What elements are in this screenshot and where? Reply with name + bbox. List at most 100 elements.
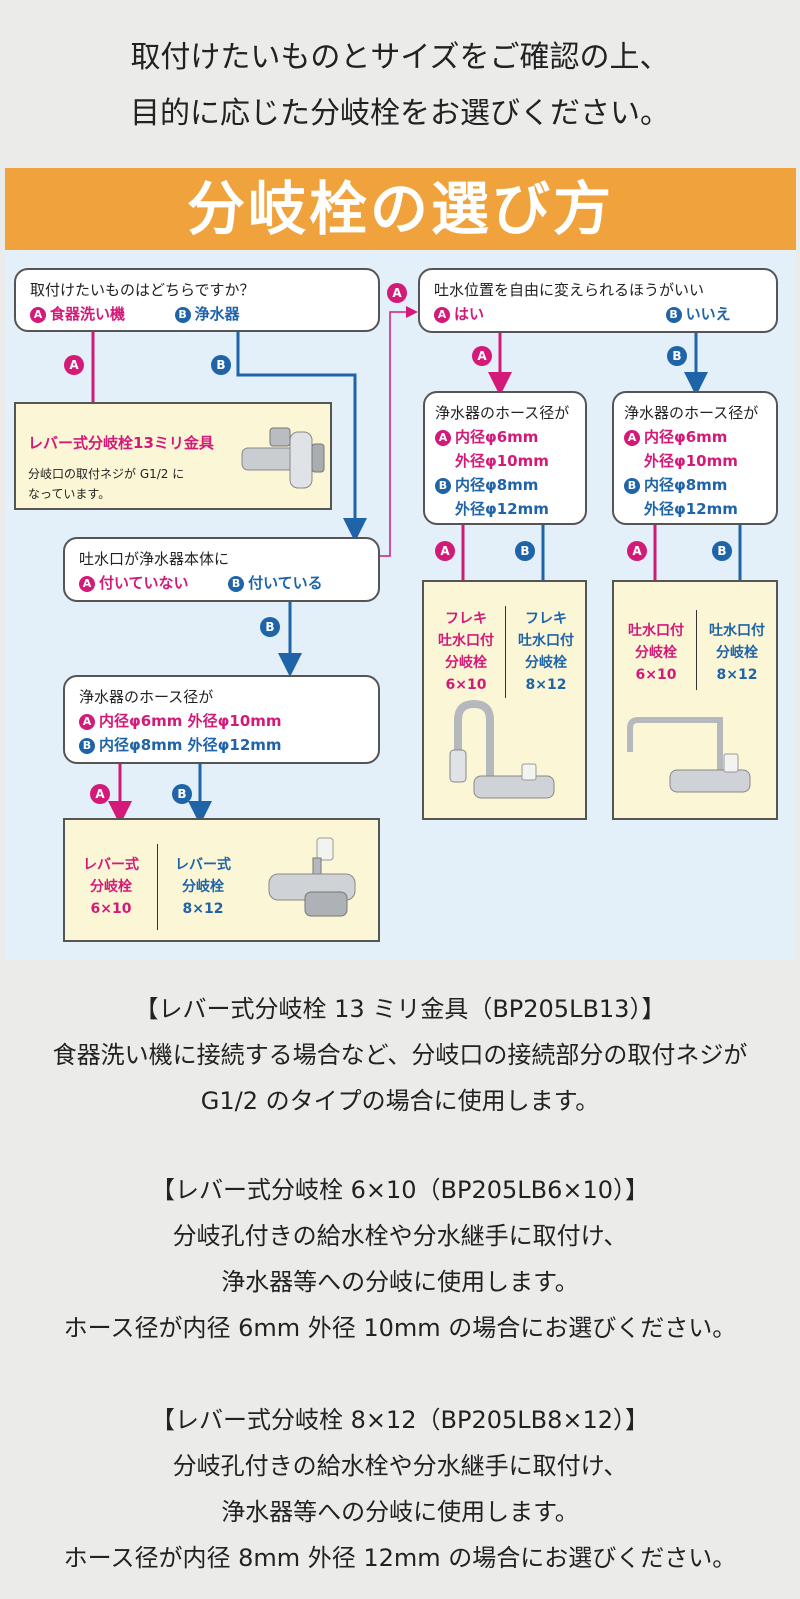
result-line: レバー式 [83, 857, 139, 873]
description-title: 【レバー式分岐栓 6×10（BP205LB6×10）】 [150, 1176, 650, 1204]
question-text: 吐水位置を自由に変えられるほうがいい [434, 281, 705, 299]
option-a-badge: A [624, 430, 640, 446]
label-q3-a: A [90, 784, 110, 804]
result-flex-spout-valves: フレキ 吐水口付 分岐栓 6×10 フレキ 吐水口付 分岐栓 8×12 [422, 580, 587, 820]
option-b-outer: 外径φ12mm [644, 500, 738, 518]
option-b-badge: B [665, 307, 682, 323]
description-line: 浄水器等への分岐に使用します。 [221, 1268, 579, 1296]
faucet-13mm-image [241, 427, 325, 489]
result-size: 8×12 [716, 667, 758, 683]
result-size: 6×10 [445, 677, 487, 693]
result-line: 吐水口付 [518, 633, 574, 649]
result-line: 分岐栓 [445, 655, 487, 671]
result-spout-6x10: 吐水口付 分岐栓 6×10 [618, 620, 694, 686]
result-note-line-1: 分岐口の取付ネジが G1/2 に [28, 467, 185, 481]
result-line: 吐水口付 [628, 623, 684, 639]
option-a-inner: 内径φ6mm [644, 428, 728, 446]
description-line: ホース径が内径 8mm 外径 12mm の場合にお選びください。 [63, 1544, 737, 1572]
description-title: 【レバー式分岐栓 13 ミリ金具（BP205LB13）】 [134, 995, 666, 1023]
divider [157, 844, 158, 930]
option-b-badge: B [228, 576, 245, 592]
label-q6-a: A [627, 541, 647, 561]
option-b-text: 内径φ8mm 外径φ12mm [99, 736, 282, 754]
option-b-badge: B [79, 738, 95, 754]
option-a-badge: A [434, 307, 450, 323]
question-text: 浄水器のホース径が [79, 688, 214, 706]
option-a-text: 食器洗い機 [50, 305, 126, 323]
result-size: 6×10 [635, 667, 677, 683]
question-text: 浄水器のホース径が [624, 404, 759, 422]
label-q6-b: B [712, 541, 732, 561]
result-note-line-2: なっています。 [28, 487, 111, 501]
divider [696, 610, 697, 690]
option-a-badge: A [30, 307, 46, 323]
result-line: 吐水口付 [709, 623, 765, 639]
faucet-lever-image [268, 837, 356, 917]
description-line: ホース径が内径 6mm 外径 10mm の場合にお選びください。 [63, 1314, 737, 1342]
option-b-text: いいえ [685, 305, 731, 323]
description-line: G1/2 のタイプの場合に使用します。 [200, 1087, 600, 1115]
description-line: 浄水器等への分岐に使用します。 [221, 1498, 579, 1526]
result-lever-6x10: レバー式 分岐栓 6×10 [73, 854, 149, 920]
result-line: フレキ [525, 611, 567, 627]
label-q3-b: B [172, 784, 192, 804]
label-q5-a: A [435, 541, 455, 561]
result-line: 吐水口付 [438, 633, 494, 649]
result-title: レバー式分岐栓13ミリ金具 [28, 434, 214, 452]
title-banner: 分岐栓の選び方 [5, 168, 796, 250]
result-line: 分岐栓 [525, 655, 567, 671]
option-b-inner: 内径φ8mm [455, 476, 539, 494]
label-q4-a: A [472, 346, 492, 366]
option-a-inner: 内径φ6mm [455, 428, 539, 446]
label-q2-b: B [260, 617, 280, 637]
arrow-q1-b [236, 332, 367, 542]
question-text: 浄水器のホース径が [435, 404, 570, 422]
result-spout-8x12: 吐水口付 分岐栓 8×12 [698, 620, 776, 686]
option-a-text: 内径φ6mm 外径φ10mm [99, 712, 282, 730]
option-a-badge: A [79, 714, 95, 730]
result-lever-8x12: レバー式 分岐栓 8×12 [163, 854, 243, 920]
label-q4-b: B [667, 346, 687, 366]
option-a-badge: A [79, 576, 95, 592]
result-line: 分岐栓 [716, 645, 758, 661]
option-a-outer: 外径φ10mm [455, 452, 549, 470]
result-size: 8×12 [182, 901, 224, 917]
option-b-badge: B [174, 307, 191, 323]
description-title: 【レバー式分岐栓 8×12（BP205LB8×12）】 [150, 1406, 650, 1434]
label-q2-a: A [387, 283, 407, 303]
intro-text: 取付けたいものとサイズをご確認の上、 目的に応じた分岐栓をお選びください。 [0, 30, 800, 142]
label-q5-b: B [515, 541, 535, 561]
option-b-badge: B [624, 478, 640, 494]
banner-title: 分岐栓の選び方 [186, 175, 614, 243]
result-line: 分岐栓 [635, 645, 677, 661]
description-13mm: 【レバー式分岐栓 13 ミリ金具（BP205LB13）】 食器洗い機に接続する場… [0, 986, 800, 1124]
arrow-q2-a [379, 306, 418, 557]
result-flex-8x12: フレキ 吐水口付 分岐栓 8×12 [507, 608, 585, 696]
description-line: 食器洗い機に接続する場合など、分岐口の接続部分の取付ネジが [52, 1041, 748, 1069]
option-b-outer: 外径φ12mm [455, 500, 549, 518]
label-q1-b: B [211, 355, 231, 375]
label-q1-a: A [64, 355, 84, 375]
result-line: 分岐栓 [90, 879, 132, 895]
option-b-text: 浄水器 [194, 305, 240, 323]
intro-line-2: 目的に応じた分岐栓をお選びください。 [130, 96, 670, 131]
result-lever-valves: レバー式 分岐栓 6×10 レバー式 分岐栓 8×12 [63, 818, 380, 942]
divider [505, 606, 506, 698]
option-b-inner: 内径φ8mm [644, 476, 728, 494]
result-spout-valves: 吐水口付 分岐栓 6×10 吐水口付 分岐栓 8×12 [612, 580, 778, 820]
option-a-outer: 外径φ10mm [644, 452, 738, 470]
question-text: 取付けたいものはどちらですか？ [30, 281, 255, 299]
result-line: 分岐栓 [182, 879, 224, 895]
result-lever-13mm: レバー式分岐栓13ミリ金具 分岐口の取付ネジが G1/2 に なっています。 [14, 402, 332, 510]
faucet-flex-image [449, 700, 555, 799]
question-text: 吐水口が浄水器本体に [79, 550, 230, 568]
description-line: 分岐孔付きの給水栓や分水継手に取付け、 [172, 1222, 628, 1250]
faucet-spout-image [627, 717, 751, 793]
